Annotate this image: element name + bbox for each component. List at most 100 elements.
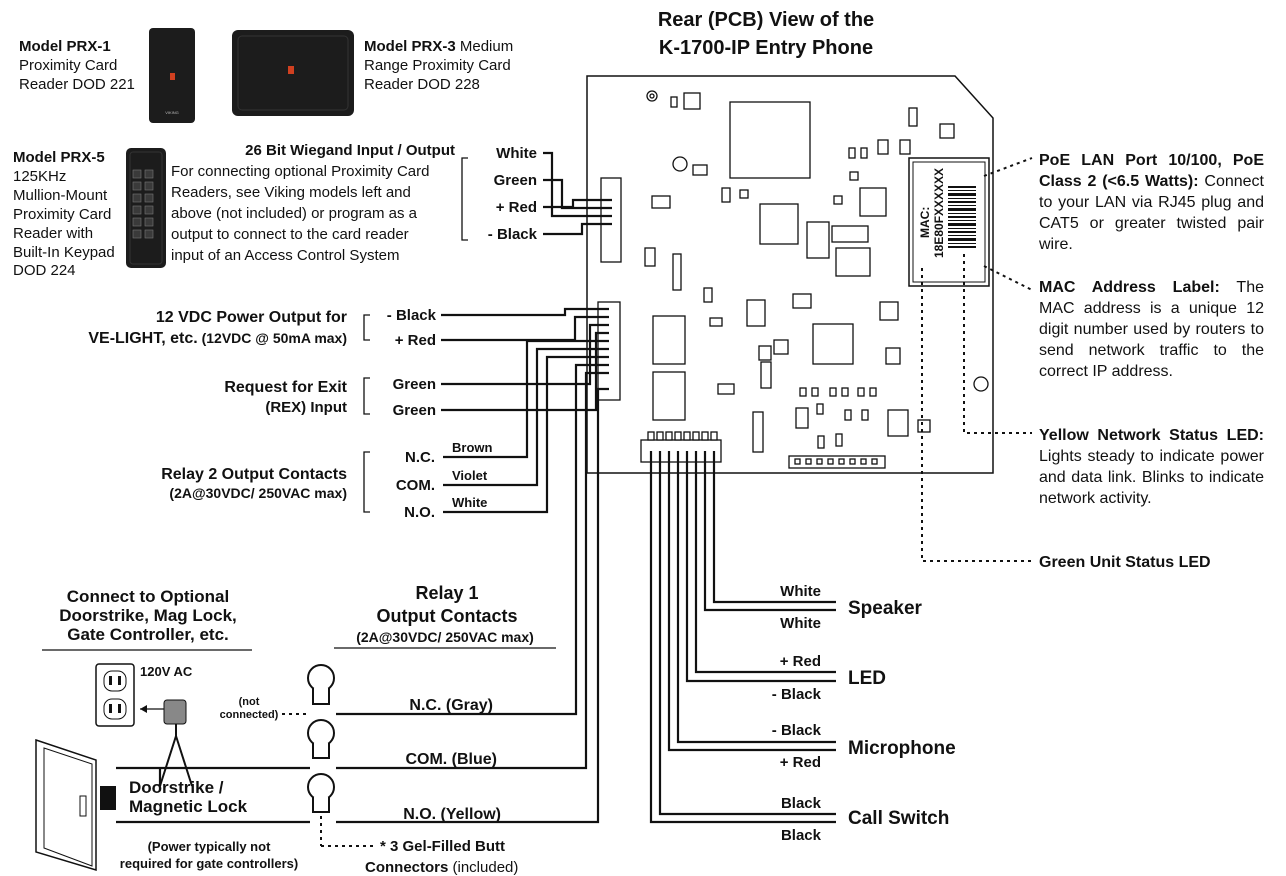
led-wires — [685, 451, 836, 683]
microphone-wires — [667, 451, 836, 752]
pcb-lower-header-pins — [794, 458, 878, 465]
prx5-line2: 125KHz — [13, 168, 66, 185]
power-wire-red: + Red — [395, 332, 436, 349]
audio-connector-pins — [647, 431, 718, 441]
butt-connector-1 — [307, 664, 335, 705]
relay1-com: COM. (Blue) — [405, 751, 497, 768]
wiegand-connector — [600, 177, 622, 263]
lock-label-1: Doorstrike / — [129, 778, 224, 797]
relay1-title-line2: Output Contacts — [377, 606, 518, 626]
rex-wires — [441, 323, 609, 412]
speaker-wires — [703, 451, 836, 612]
rex-wire-2: Green — [393, 402, 436, 419]
optional-title-3: Gate Controller, etc. — [67, 625, 229, 644]
rex-subtitle: (REX) Input — [265, 399, 347, 416]
mac-label-line2: 18E80FXXXXXX — [932, 168, 946, 258]
prx3-line1: Model PRX-3 Medium — [364, 38, 513, 55]
power-adapter-icon — [140, 699, 193, 787]
wiegand-wire-green: Green — [494, 172, 537, 189]
yellow-led-description: Yellow Network Status LED: Lights steady… — [1039, 427, 1264, 507]
prx1-line3: Reader DOD 221 — [19, 76, 135, 93]
ac-outlet-icon — [95, 663, 135, 727]
diagram-title-line2: K-1700-IP Entry Phone — [659, 37, 873, 59]
relay2-title: Relay 2 Output Contacts — [161, 466, 347, 483]
mac-barcode — [948, 186, 976, 248]
wiegand-wires — [543, 151, 612, 236]
microphone-wire-1: - Black — [772, 722, 822, 739]
call-switch-wires — [649, 451, 836, 824]
relay2-wires — [443, 339, 609, 514]
relay1-wires — [336, 363, 609, 824]
relay2-bracket — [363, 451, 370, 513]
led-wire-2: - Black — [772, 686, 822, 703]
audio-connector — [640, 439, 722, 463]
prx5-line5: Reader with — [13, 225, 93, 242]
reader-prx3-image — [232, 30, 354, 116]
relay2-color-brown: Brown — [452, 440, 493, 455]
butt-connector-note-2: Connectors (included) — [365, 859, 518, 876]
mac-label — [908, 157, 990, 287]
power-note-1: (Power typically not — [148, 839, 271, 854]
relay1-nc: N.C. (Gray) — [409, 697, 493, 714]
relay2-nc: N.C. — [405, 449, 435, 466]
not-connected-2: connected) — [220, 709, 279, 721]
lock-label-2: Magnetic Lock — [129, 797, 248, 816]
power-note-2: required for gate controllers) — [120, 856, 298, 871]
ac-label: 120V AC — [140, 664, 193, 679]
poe-description: PoE LAN Port 10/100, PoE Class 2 (<6.5 W… — [1039, 152, 1264, 253]
microphone-wire-2: + Red — [780, 754, 821, 771]
prx1-model: Model PRX-1 — [19, 38, 111, 55]
rex-bracket — [363, 377, 370, 415]
butt-connector-3 — [307, 773, 335, 813]
wiegand-wire-black: - Black — [488, 226, 538, 243]
wiegand-wire-red: + Red — [496, 199, 537, 216]
pcb-board: MAC: 18E80FXXXXXX — [586, 75, 994, 474]
prx5-line7: DOD 224 — [13, 262, 76, 279]
svg-text:VIKING: VIKING — [165, 110, 179, 115]
led-label: LED — [848, 668, 886, 689]
wiegand-body-2: Readers, see Viking models left and — [171, 184, 411, 201]
speaker-wire-2: White — [780, 615, 821, 632]
power-out-subtitle: VE-LIGHT, etc. (12VDC @ 50mA max) — [88, 330, 347, 347]
relay2-no: N.O. — [404, 504, 435, 521]
power-wires — [441, 307, 609, 342]
relay2-com: COM. — [396, 477, 435, 494]
not-connected-1: (not — [239, 696, 260, 708]
diagram-title-line1: Rear (PCB) View of the — [658, 9, 874, 31]
leader-lines — [921, 157, 1033, 562]
relay2-subtitle: (2A@30VDC/ 250VAC max) — [169, 485, 347, 501]
wiegand-heading: 26 Bit Wiegand Input / Output — [245, 142, 455, 159]
prx3-line2: Range Proximity Card — [364, 57, 511, 74]
speaker-label: Speaker — [848, 598, 923, 619]
relay1-title-line1: Relay 1 — [415, 583, 478, 603]
prx5-line3: Mullion-Mount — [13, 187, 108, 204]
power-relay-connector — [597, 301, 621, 401]
mac-label-line1: MAC: — [918, 207, 932, 238]
rex-title: Request for Exit — [224, 379, 347, 396]
prx5-line6: Built-In Keypad — [13, 244, 115, 261]
call-switch-wire-2: Black — [781, 827, 822, 844]
relay1-subtitle: (2A@30VDC/ 250VAC max) — [356, 629, 534, 645]
power-out-title: 12 VDC Power Output for — [156, 309, 347, 326]
power-out-bracket — [363, 314, 370, 341]
led-wire-1: + Red — [780, 653, 821, 670]
call-switch-label: Call Switch — [848, 808, 949, 829]
call-switch-wire-1: Black — [781, 795, 822, 812]
microphone-label: Microphone — [848, 738, 956, 759]
wiegand-wire-white: White — [496, 145, 537, 162]
butt-connector-note-1: * 3 Gel-Filled Butt — [380, 838, 505, 855]
mac-description: MAC Address Label: The MAC address is a … — [1039, 279, 1265, 380]
prx1-line2: Proximity Card — [19, 57, 117, 74]
wiegand-body-1: For connecting optional Proximity Card — [171, 163, 429, 180]
butt-connector-2 — [307, 719, 335, 759]
reader-prx1-image: VIKING — [149, 28, 195, 123]
green-led-label: Green Unit Status LED — [1039, 554, 1211, 571]
optional-title-2: Doorstrike, Mag Lock, — [59, 606, 237, 625]
wiegand-body-4: output to connect to the card reader — [171, 226, 409, 243]
relay1-no: N.O. (Yellow) — [403, 806, 501, 823]
reader-prx5-image — [126, 148, 166, 268]
prx5-line4: Proximity Card — [13, 206, 111, 223]
relay2-color-violet: Violet — [452, 468, 488, 483]
prx5-model: Model PRX-5 — [13, 149, 105, 166]
